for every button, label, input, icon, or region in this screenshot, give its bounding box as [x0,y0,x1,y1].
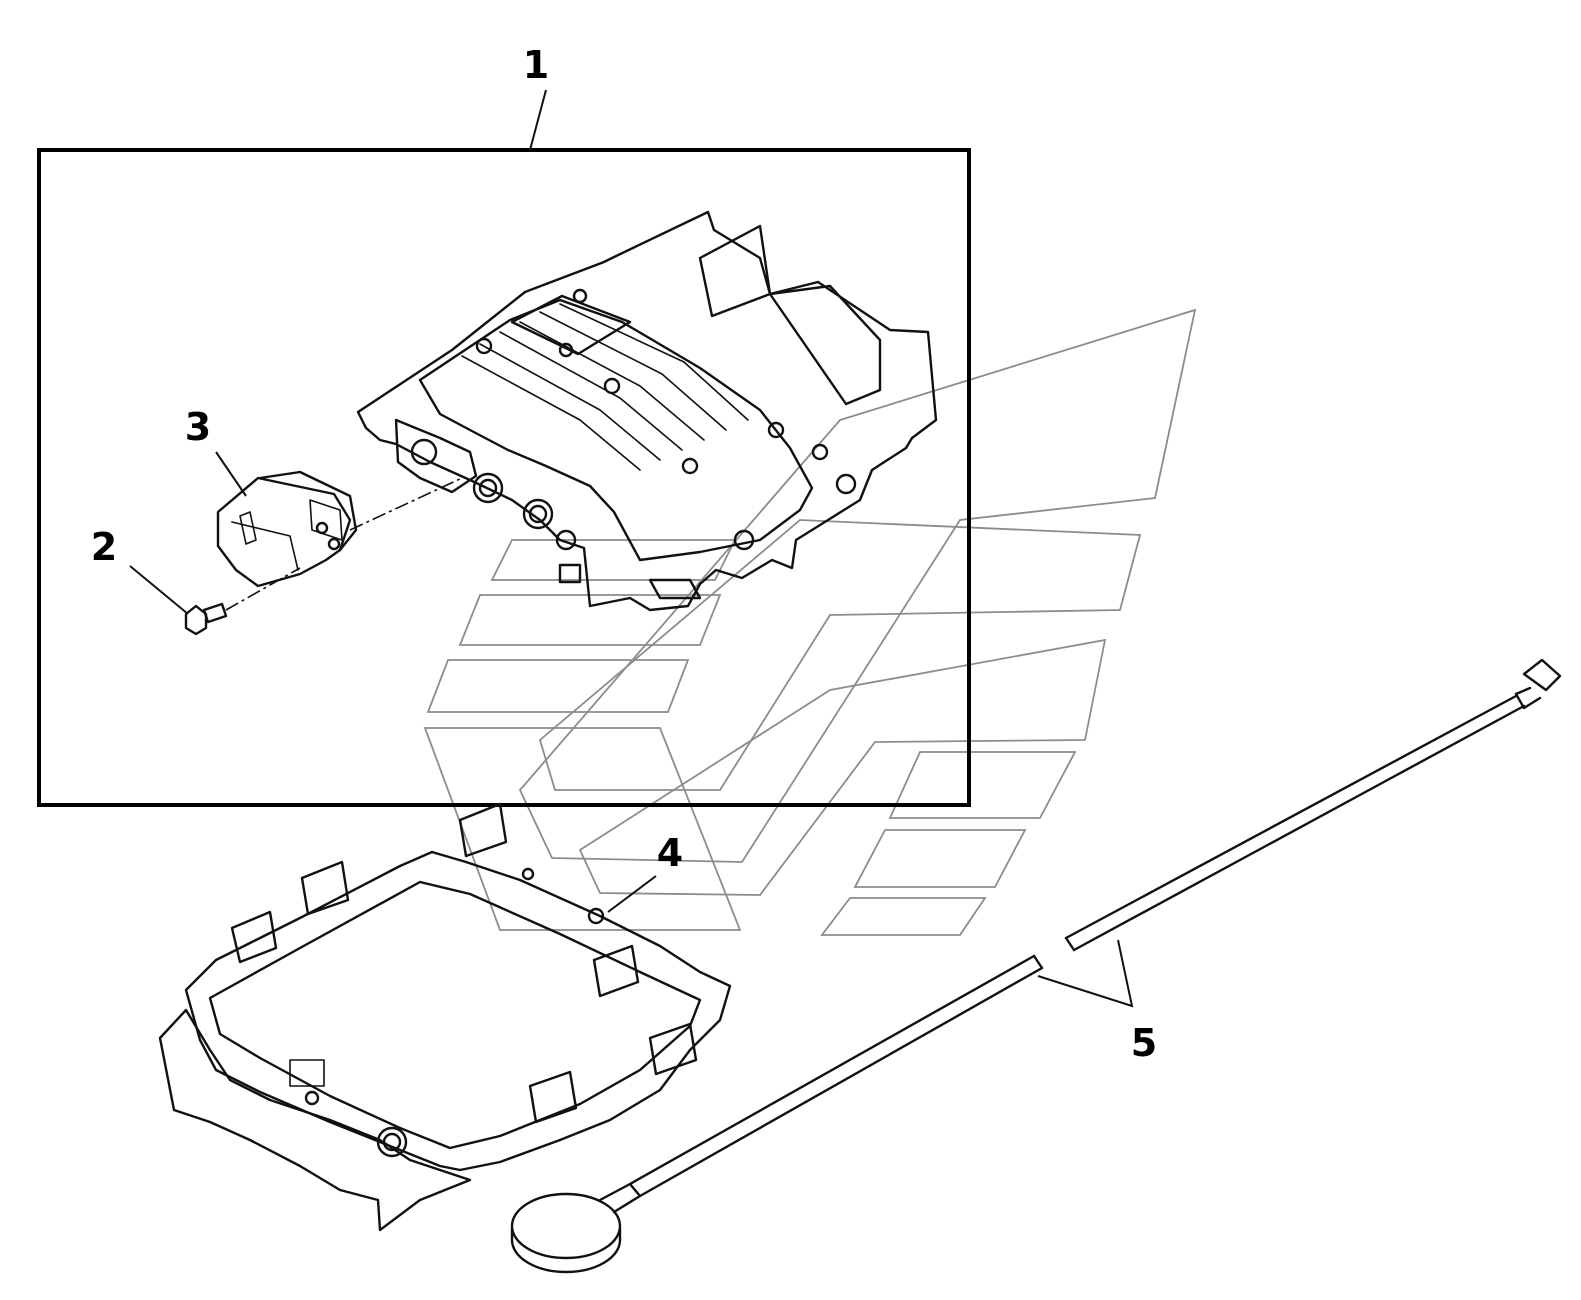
control-unit-drawing [158,802,732,1232]
callout-leader-4 [607,875,657,913]
connector-plug-drawing [216,470,358,588]
antenna-drawing [510,658,1562,1274]
callout-1: 1 [523,43,549,87]
control-unit-assembly-drawing [356,210,938,612]
assembly-frame [37,148,971,807]
watermark-logo [423,308,1197,936]
callout-leader-5 [1037,939,1134,1008]
assembly-centerline [349,477,463,531]
callout-leader-1 [529,89,547,151]
callout-leader-3 [215,451,247,497]
screw-centerline [225,567,301,611]
callout-2: 2 [91,525,117,569]
callout-4: 4 [657,831,683,875]
callout-5: 5 [1131,1021,1157,1065]
callout-3: 3 [185,405,211,449]
callout-leader-2 [129,565,189,615]
mounting-screw-drawing [184,602,228,636]
